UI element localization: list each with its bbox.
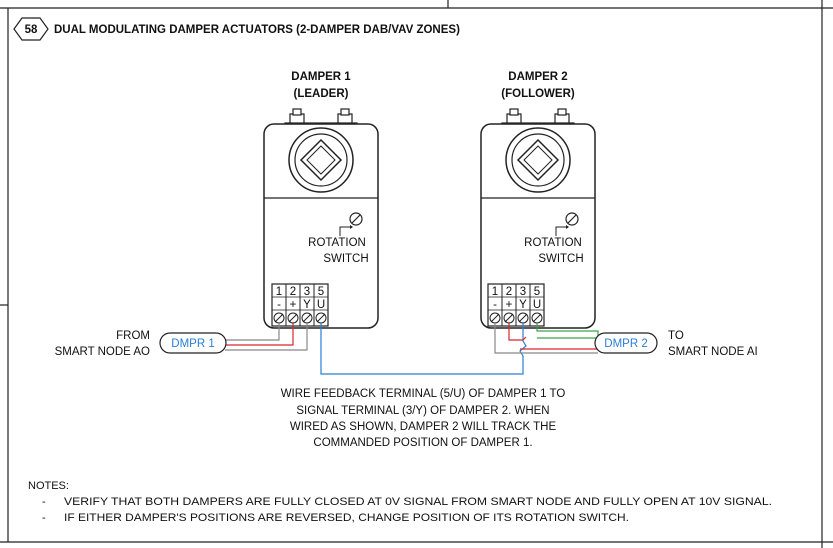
damper1-terminals: 1 2 3 5 - + Y U bbox=[273, 286, 327, 324]
terminal-number: 3 bbox=[520, 286, 526, 298]
source-label-line1: FROM bbox=[116, 330, 150, 342]
destination-label-line2: SMART NODE AI bbox=[668, 346, 758, 358]
wire-note-line: WIRE FEEDBACK TERMINAL (5/U) OF DAMPER 1… bbox=[281, 388, 566, 400]
terminal-sign: - bbox=[493, 299, 497, 311]
terminal-number: 5 bbox=[318, 286, 324, 298]
terminal-sign: Y bbox=[519, 299, 527, 311]
wire-note-line: WIRED AS SHOWN, DAMPER 2 WILL TRACK THE bbox=[290, 421, 557, 433]
cable-tag-left-label: DMPR 1 bbox=[171, 338, 214, 350]
cable-tag-left: DMPR 1 bbox=[159, 332, 227, 354]
rotation-switch-label-2: SWITCH bbox=[538, 253, 583, 265]
terminal-number: 5 bbox=[534, 286, 540, 298]
cable-tag-right: DMPR 2 bbox=[594, 332, 658, 354]
terminal-sign: U bbox=[533, 299, 541, 311]
damper1-role: (LEADER) bbox=[294, 88, 349, 100]
terminal-number: 1 bbox=[492, 286, 498, 298]
wire-note-line: COMMANDED POSITION OF DAMPER 1. bbox=[313, 437, 532, 449]
terminal-sign: + bbox=[290, 299, 297, 311]
note-item: VERIFY THAT BOTH DAMPERS ARE FULLY CLOSE… bbox=[64, 496, 772, 508]
terminal-number: 1 bbox=[276, 286, 282, 298]
wire-note-line: SIGNAL TERMINAL (3/Y) OF DAMPER 2. WHEN bbox=[296, 405, 549, 417]
notes: NOTES: - VERIFY THAT BOTH DAMPERS ARE FU… bbox=[28, 480, 772, 524]
wire-note: WIRE FEEDBACK TERMINAL (5/U) OF DAMPER 1… bbox=[281, 388, 566, 449]
terminal-sign: U bbox=[317, 299, 325, 311]
cable-tag-right-label: DMPR 2 bbox=[604, 338, 647, 350]
notes-heading: NOTES: bbox=[28, 480, 69, 492]
terminal-sign: - bbox=[277, 299, 281, 311]
damper1-actuator bbox=[263, 108, 379, 329]
terminal-sign: Y bbox=[303, 299, 311, 311]
terminal-number: 2 bbox=[506, 286, 512, 298]
terminal-sign: + bbox=[506, 299, 513, 311]
note-item: IF EITHER DAMPER'S POSITIONS ARE REVERSE… bbox=[64, 512, 629, 524]
rotation-switch-label-2: SWITCH bbox=[323, 253, 368, 265]
damper2-role: (FOLLOWER) bbox=[501, 88, 575, 100]
diagram-title: DUAL MODULATING DAMPER ACTUATORS (2-DAMP… bbox=[54, 24, 460, 36]
wires bbox=[225, 323, 599, 375]
terminal-number: 3 bbox=[304, 286, 310, 298]
terminal-number: 2 bbox=[290, 286, 296, 298]
detail-number: 58 bbox=[25, 24, 38, 36]
rotation-switch-label-1: ROTATION bbox=[524, 237, 582, 249]
rotation-switch-label-1: ROTATION bbox=[308, 237, 366, 249]
note-bullet: - bbox=[42, 496, 46, 508]
damper2-name: DAMPER 2 bbox=[508, 71, 567, 83]
detail-badge: 58 bbox=[13, 17, 49, 41]
note-bullet: - bbox=[42, 512, 46, 524]
source-label-line2: SMART NODE AO bbox=[55, 346, 150, 358]
destination-label-line1: TO bbox=[668, 330, 684, 342]
damper1-name: DAMPER 1 bbox=[291, 71, 351, 83]
